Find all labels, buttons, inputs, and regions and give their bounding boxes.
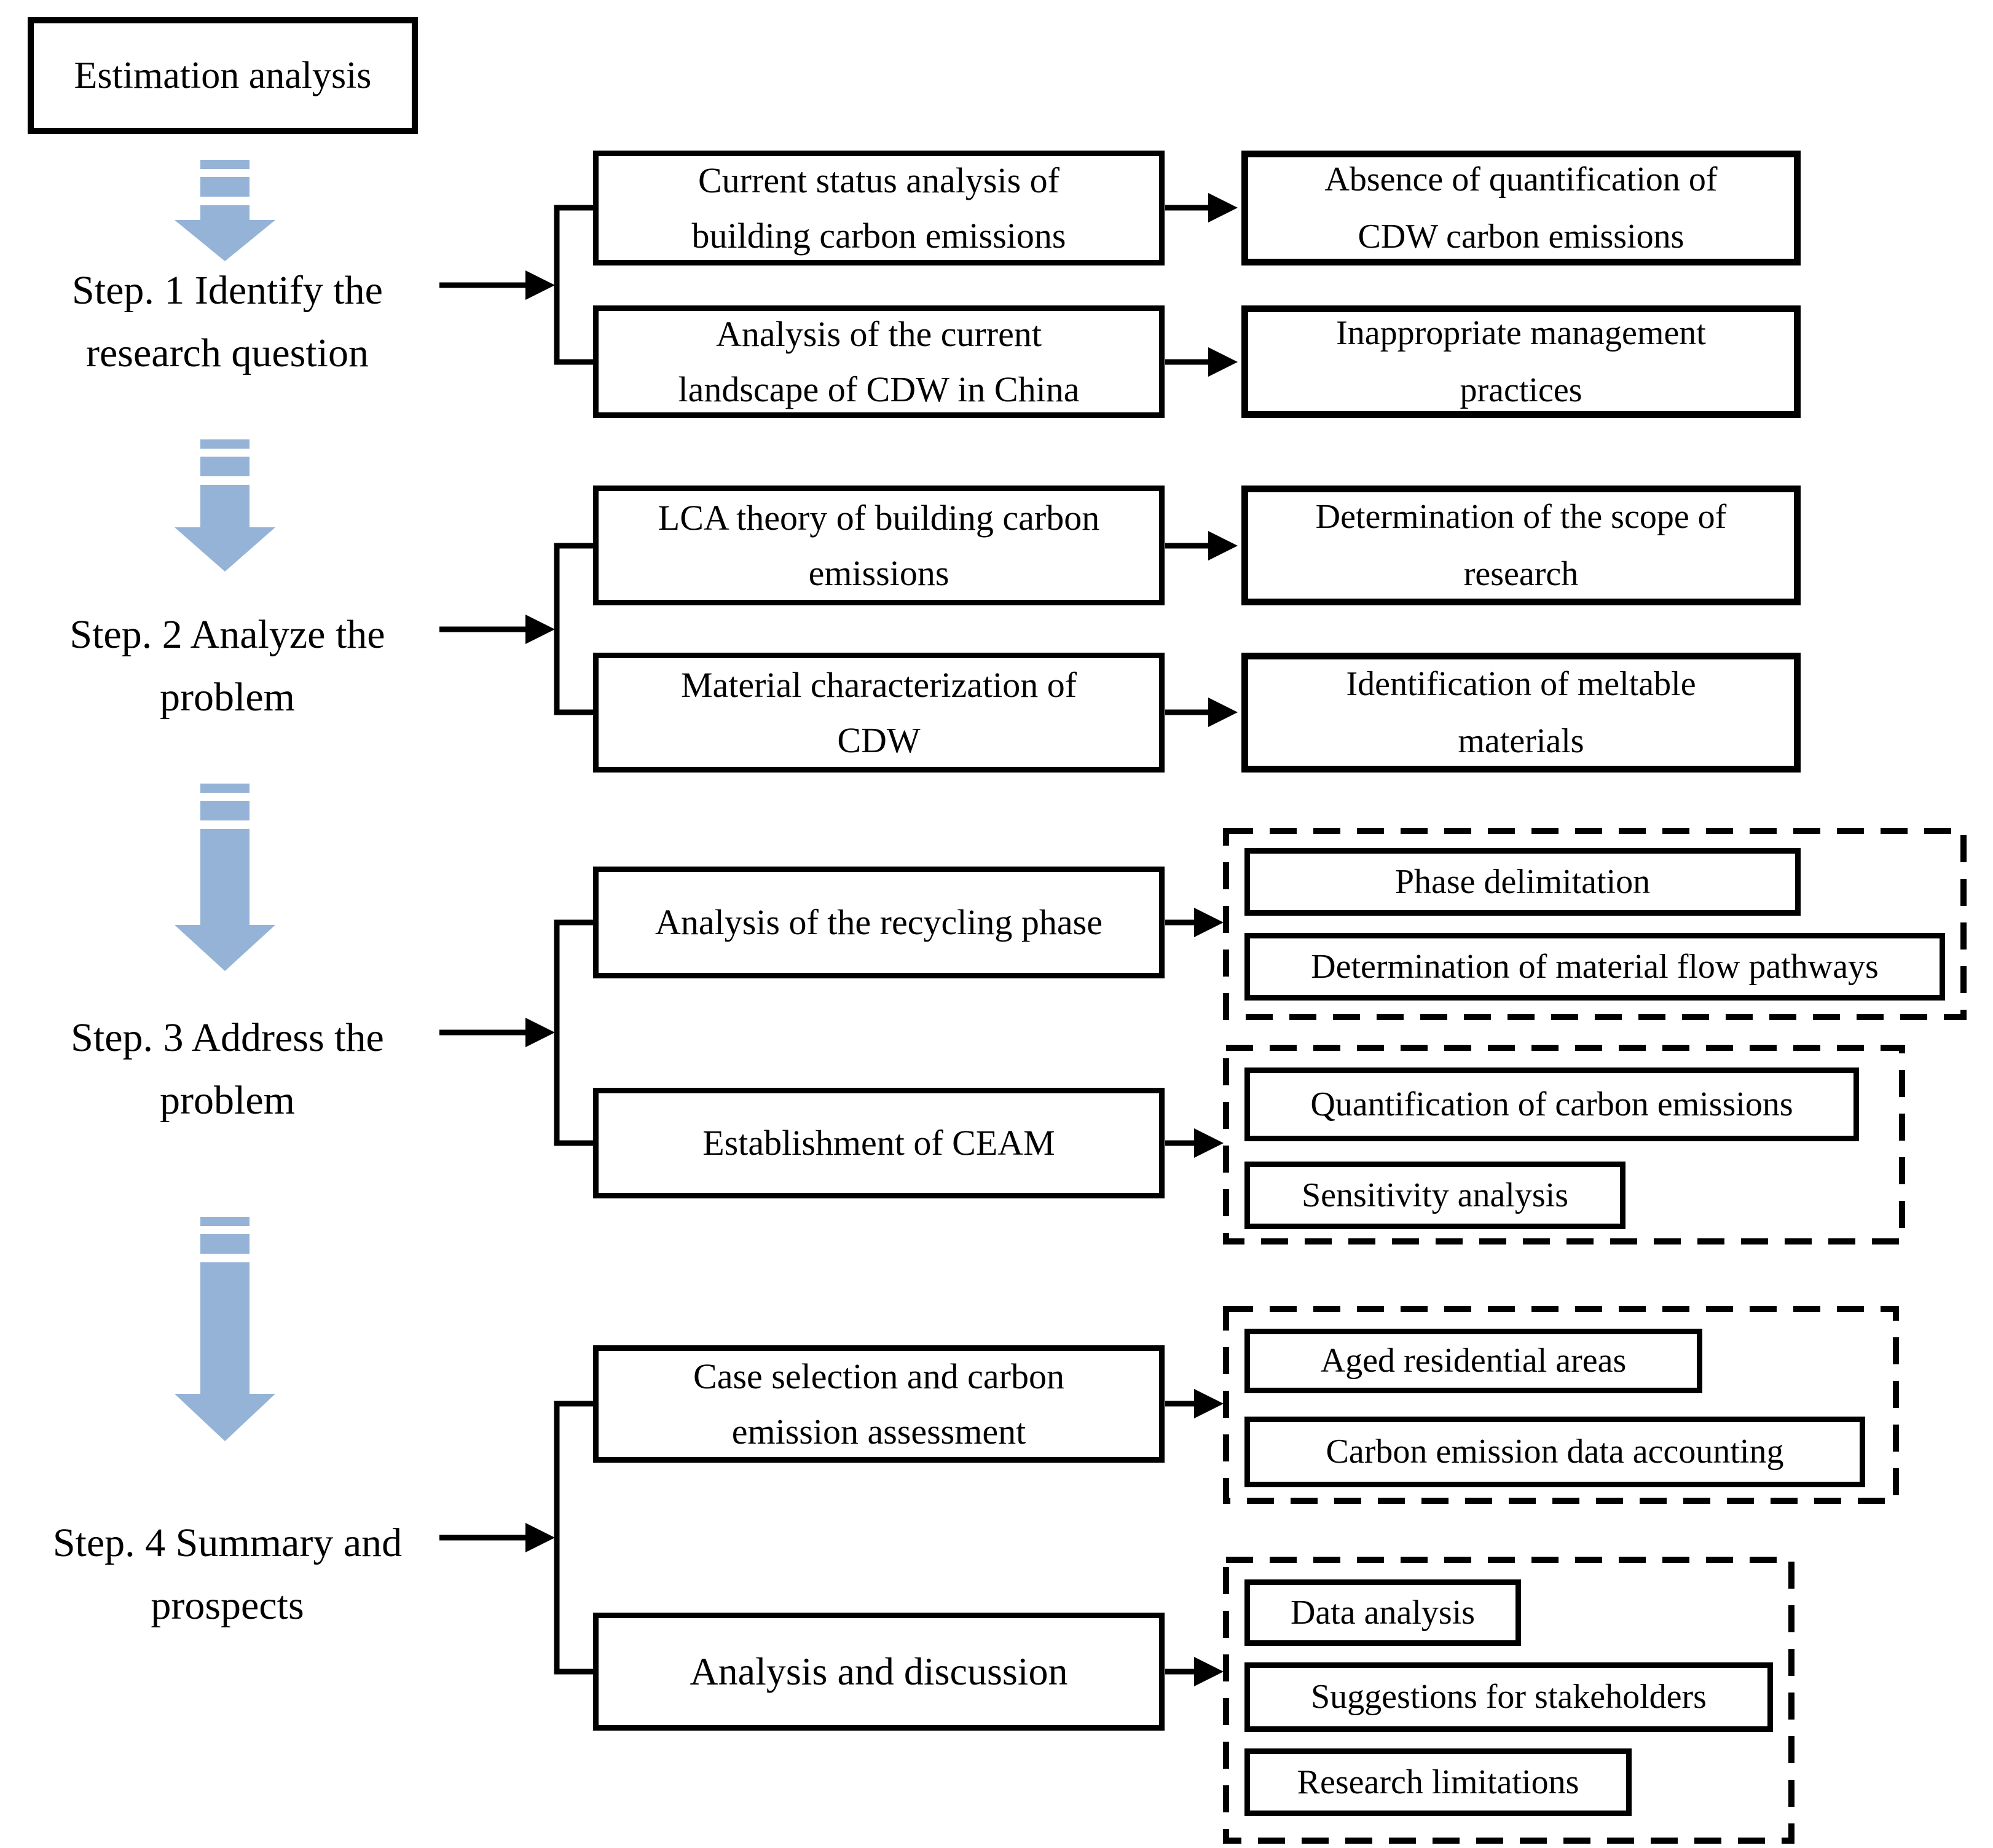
middle-box-current-status: Current status analysis of building carb…	[593, 151, 1165, 265]
step-1-label: Step. 1 Identify the research question	[72, 268, 383, 375]
step-arrow-icon	[439, 270, 555, 1552]
dashed-group-frame	[1223, 828, 1967, 1844]
middle-box-analysis-discussion: Analysis and discussion	[593, 1613, 1165, 1731]
result-arrow-icon	[1165, 193, 1238, 1686]
middle-box-material-character: Material characterization of CDW	[593, 653, 1165, 773]
outcome-box-meltable-materials: Identification of meltable materials	[1241, 653, 1801, 773]
dashed-item-emission-data-accounting: Carbon emission data accounting	[1244, 1417, 1865, 1487]
step-3-label: Step. 3 Address the problem	[71, 1015, 384, 1123]
down-arrow-icon	[175, 160, 275, 261]
down-arrow-icon	[175, 439, 275, 572]
dashed-item-material-flow-pathways: Determination of material flow pathways	[1244, 933, 1945, 1001]
middle-box-cdw-landscape: Analysis of the current landscape of CDW…	[593, 305, 1165, 418]
step-2-label: Step. 2 Analyze the problem	[69, 612, 385, 720]
dashed-item-aged-residential-areas: Aged residential areas	[1244, 1329, 1702, 1393]
dashed-item-phase-delimitation: Phase delimitation	[1244, 848, 1801, 916]
middle-box-case-selection: Case selection and carbon emission asses…	[593, 1345, 1165, 1463]
middle-box-lca-theory: LCA theory of building carbon emissions	[593, 486, 1165, 605]
dashed-item-quantification-emissions: Quantification of carbon emissions	[1244, 1068, 1859, 1141]
outcome-box-absence-quantification: Absence of quantification of CDW carbon …	[1241, 151, 1801, 265]
middle-box-recycling-phase: Analysis of the recycling phase	[593, 867, 1165, 978]
outcome-box-scope-of-research: Determination of the scope of research	[1241, 486, 1801, 605]
step-4-label: Step. 4 Summary and prospects	[52, 1520, 403, 1628]
dashed-item-data-analysis: Data analysis	[1244, 1579, 1521, 1646]
down-arrow-icon	[175, 784, 275, 971]
middle-box-ceam: Establishment of CEAM	[593, 1088, 1165, 1198]
dashed-item-sensitivity-analysis: Sensitivity analysis	[1244, 1162, 1625, 1229]
dashed-item-research-limitations: Research limitations	[1244, 1748, 1632, 1816]
down-arrow-icon	[175, 1217, 275, 1441]
estimation-analysis-box: Estimation analysis	[28, 17, 418, 134]
dashed-item-suggestions-stakeholders: Suggestions for stakeholders	[1244, 1662, 1773, 1732]
outcome-box-inappropriate-management: Inappropriate management practices	[1241, 305, 1801, 418]
bracket-connector	[554, 205, 594, 1675]
